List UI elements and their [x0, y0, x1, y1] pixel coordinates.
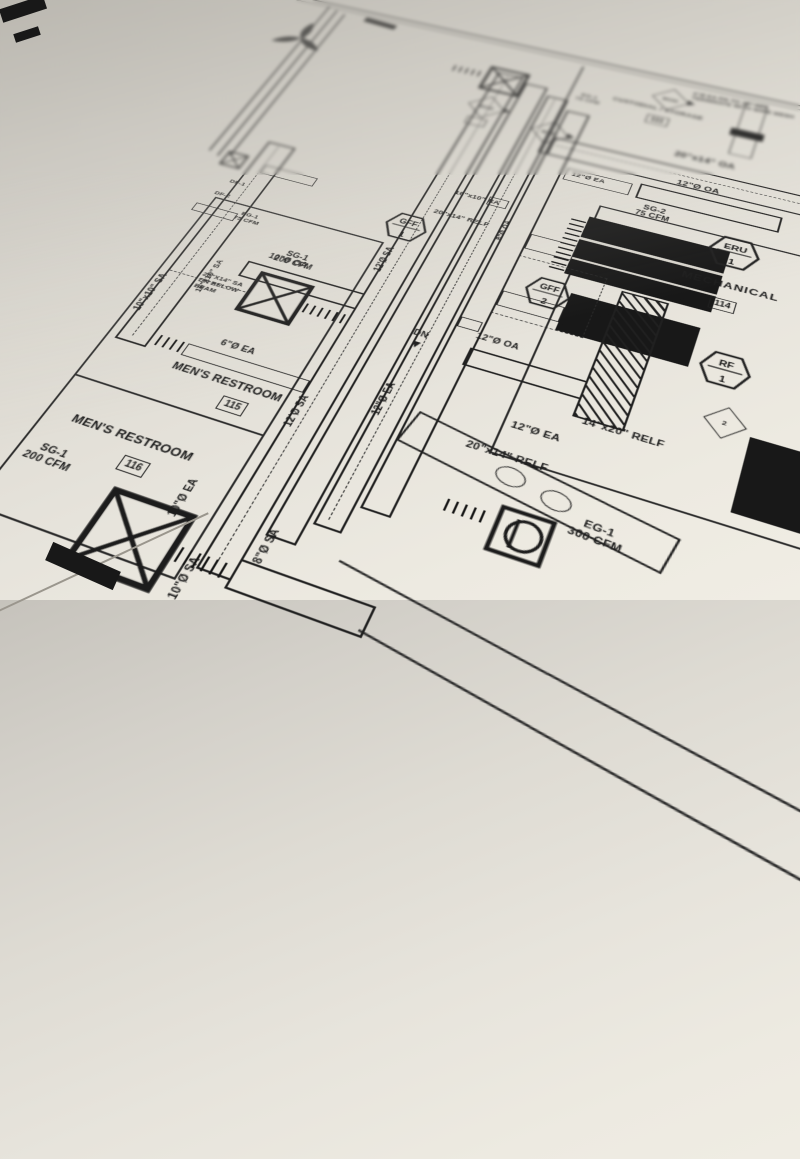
grille-label: EG-1 75 CFM: [574, 92, 602, 106]
grille-label: SG-2 75 CFM: [634, 203, 673, 224]
duct: [223, 558, 377, 639]
sheet-border-line: [259, 0, 800, 143]
wall-line: [338, 559, 800, 845]
tag-text: 1: [727, 257, 736, 266]
ink-mark: [363, 17, 398, 30]
tag-text: 1: [397, 230, 407, 238]
duct: [461, 347, 589, 400]
equipment-tag-rf: RF 1: [693, 347, 756, 394]
flex-duct: [451, 65, 485, 78]
duct-label: 12"Ø EA: [509, 419, 563, 445]
keynote-diamond: 2: [703, 407, 748, 439]
flex-duct: [442, 498, 493, 525]
exhaust-fan-symbol: [271, 22, 322, 53]
tag-text: GFF: [398, 218, 420, 229]
room-number-tag: 116: [115, 454, 152, 479]
keynote-arrow: [686, 100, 696, 107]
tag-text: 1: [718, 374, 728, 385]
room-number-tag: 115: [215, 395, 250, 417]
duct-label: 12"Ø OA: [474, 332, 521, 352]
room-number-tag: 114: [707, 295, 738, 315]
room-number-tag: 111: [644, 113, 670, 127]
flex-duct: [153, 334, 187, 353]
keynote-text: 2: [721, 418, 729, 428]
keynote-text: M102: [477, 103, 496, 111]
keynote-text: M102: [661, 95, 680, 104]
blueprint-photo: { "drawing": { "rooms": [ {"name": "MEN'…: [0, 0, 800, 919]
supply-diffuser-symbol: [218, 151, 249, 170]
grille-label: SG-1 200 CFM: [19, 438, 80, 475]
